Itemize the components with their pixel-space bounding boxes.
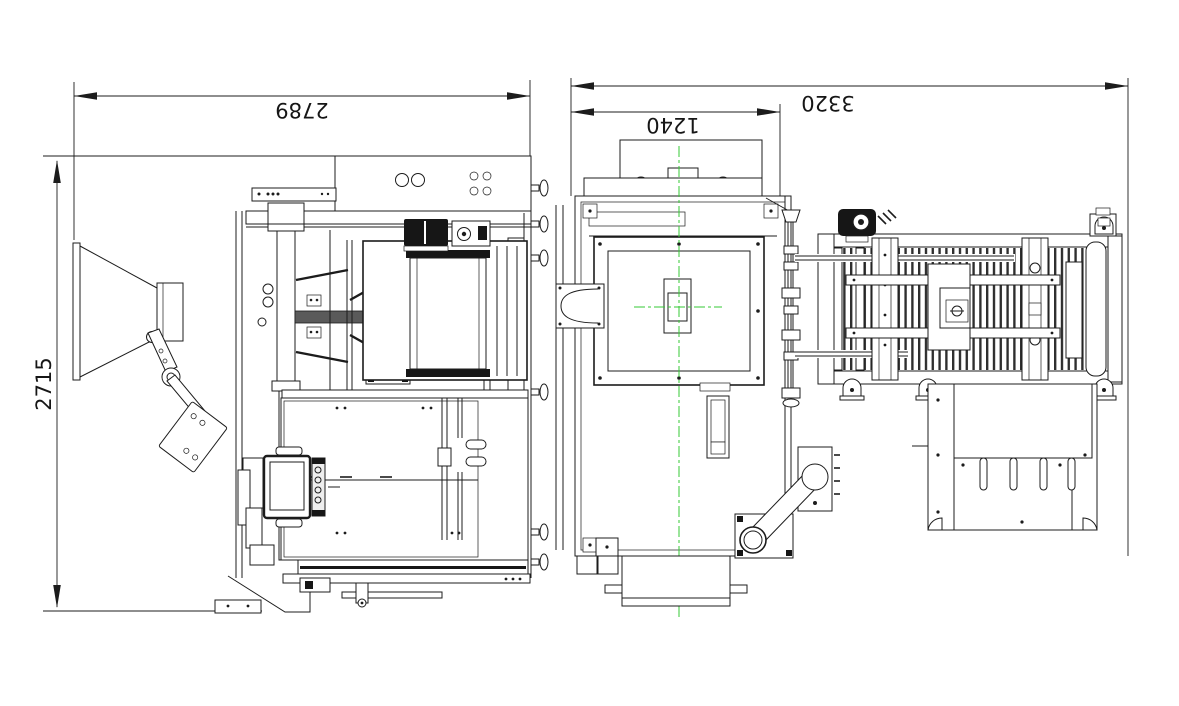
discharge-bracket [576, 537, 748, 607]
support-platform [912, 383, 1098, 531]
top-slide-rail [251, 187, 337, 202]
machine-base [214, 559, 531, 614]
top-view-machine [555, 139, 840, 618]
side-view-width-label: 2789 [275, 98, 328, 122]
dimension-top-hopper-width: 1240 [571, 104, 781, 198]
hmi-button [314, 476, 322, 484]
hopper-top-box [583, 139, 763, 197]
conveyor-cross-members [845, 237, 1083, 381]
side-view-machine [43, 155, 549, 614]
roller-unit [362, 240, 528, 381]
hmi-panel [262, 446, 340, 528]
mid-rail [281, 389, 529, 399]
top-view-hopper-width-label: 1240 [646, 113, 699, 137]
conveyor-end-roller [1085, 235, 1123, 383]
conveyor-motor-left [838, 209, 897, 243]
left-clamp-bracket [555, 283, 605, 329]
crank-arm-assembly [734, 446, 840, 559]
dimension-top-total-length: 3320 [570, 78, 1129, 556]
dimension-side-width: 2789 [73, 80, 531, 240]
slot-fixture [706, 395, 730, 459]
conveyor [781, 207, 1123, 408]
swing-arm [146, 328, 228, 473]
side-adjuster-knobs [530, 179, 549, 571]
arm-plate [158, 401, 228, 473]
hmi-button [314, 486, 322, 494]
dimension-side-height: 2715 [32, 155, 262, 612]
transfer-shaft [781, 209, 801, 408]
top-cabinet [334, 155, 532, 214]
hopper-funnel [72, 242, 184, 381]
hmi-button [314, 466, 322, 474]
top-view-total-length-label: 3320 [801, 91, 854, 115]
side-bracket [237, 457, 275, 566]
centerlines [634, 146, 722, 618]
side-view-height-label: 2715 [32, 357, 56, 410]
tie-rods [795, 254, 1015, 358]
hmi-button [314, 496, 322, 504]
drive-motor [403, 219, 491, 252]
